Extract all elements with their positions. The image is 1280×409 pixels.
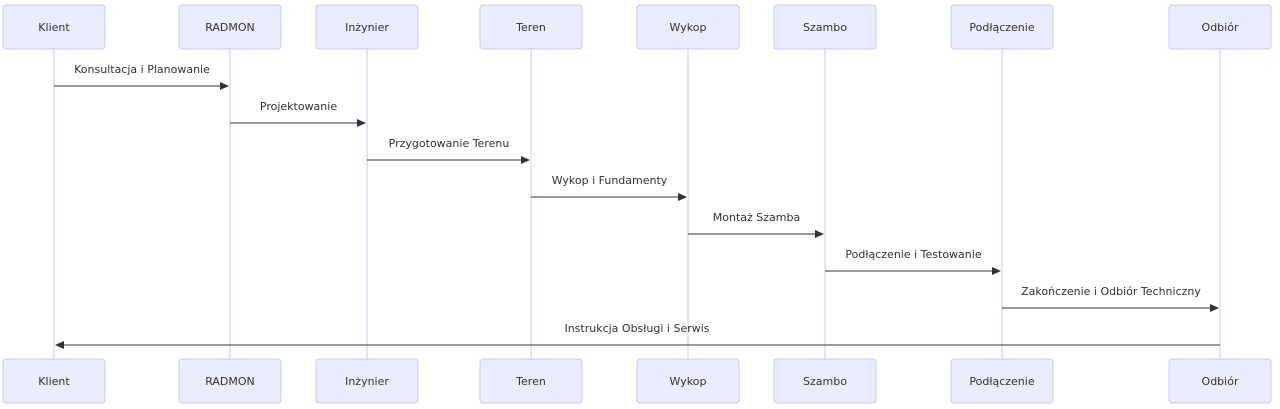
message-label: Konsultacja i Planowanie — [74, 63, 210, 76]
participant-bottom-klient: Klient — [2, 358, 106, 404]
arrowhead-icon — [357, 119, 366, 127]
participant-top-wykop: Wykop — [636, 4, 740, 50]
participant-top-teren: Teren — [479, 4, 583, 50]
participant-label: Podłączenie — [969, 21, 1034, 34]
arrowhead-icon — [521, 156, 530, 164]
message-8: Instrukcja Obsługi i Serwis — [55, 322, 1220, 349]
participant-bottom-teren: Teren — [479, 358, 583, 404]
message-label: Podłączenie i Testowanie — [845, 248, 981, 261]
participant-box — [950, 358, 1054, 404]
participant-label: Inżynier — [345, 375, 389, 388]
participant-bottom-szambo: Szambo — [773, 358, 877, 404]
participant-box — [479, 358, 583, 404]
message-1: Konsultacja i Planowanie — [54, 63, 229, 90]
participant-bottom-wykop: Wykop — [636, 358, 740, 404]
participant-top-podlaczenie: Podłączenie — [950, 4, 1054, 50]
participant-box — [636, 4, 740, 50]
participant-box — [2, 4, 106, 50]
message-label: Instrukcja Obsługi i Serwis — [564, 322, 709, 335]
participant-box — [636, 358, 740, 404]
message-label: Montaż Szamba — [713, 211, 800, 224]
participant-top-klient: Klient — [2, 4, 106, 50]
participant-box — [178, 4, 282, 50]
message-label: Przygotowanie Terenu — [389, 137, 510, 150]
participant-label: RADMON — [205, 375, 255, 388]
participant-box — [773, 358, 877, 404]
message-5: Montaż Szamba — [688, 211, 824, 238]
participant-label: Klient — [38, 375, 70, 388]
participant-label: Teren — [515, 375, 546, 388]
participant-bottom-radmon: RADMON — [178, 358, 282, 404]
arrowhead-icon — [678, 193, 687, 201]
arrowhead-icon — [1210, 304, 1219, 312]
participant-label: Odbiór — [1202, 21, 1239, 34]
message-2: Projektowanie — [230, 100, 366, 127]
participant-label: RADMON — [205, 21, 255, 34]
arrowhead-icon — [55, 341, 64, 349]
participant-bottom-odbior: Odbiór — [1168, 358, 1272, 404]
participant-top-odbior: Odbiór — [1168, 4, 1272, 50]
participant-box — [1168, 358, 1272, 404]
participant-label: Inżynier — [345, 21, 389, 34]
participant-box — [315, 358, 419, 404]
participant-box — [1168, 4, 1272, 50]
participant-label: Odbiór — [1202, 375, 1239, 388]
participant-label: Teren — [515, 21, 546, 34]
participant-label: Klient — [38, 21, 70, 34]
participant-label: Wykop — [670, 375, 707, 388]
message-3: Przygotowanie Terenu — [367, 137, 530, 164]
message-7: Zakończenie i Odbiór Techniczny — [1002, 285, 1219, 312]
participant-top-inzynier: Inżynier — [315, 4, 419, 50]
participant-top-radmon: RADMON — [178, 4, 282, 50]
participant-bottom-podlaczenie: Podłączenie — [950, 358, 1054, 404]
message-6: Podłączenie i Testowanie — [825, 248, 1001, 275]
message-label: Zakończenie i Odbiór Techniczny — [1021, 285, 1201, 298]
participant-label: Wykop — [670, 21, 707, 34]
message-label: Projektowanie — [260, 100, 337, 113]
participant-label: Podłączenie — [969, 375, 1034, 388]
participant-box — [2, 358, 106, 404]
arrowhead-icon — [815, 230, 824, 238]
participant-box — [479, 4, 583, 50]
message-4: Wykop i Fundamenty — [531, 174, 687, 201]
participant-label: Szambo — [803, 21, 847, 34]
participant-box — [315, 4, 419, 50]
participant-label: Szambo — [803, 375, 847, 388]
participant-box — [178, 358, 282, 404]
participant-box — [950, 4, 1054, 50]
participant-bottom-inzynier: Inżynier — [315, 358, 419, 404]
arrowhead-icon — [220, 82, 229, 90]
message-label: Wykop i Fundamenty — [552, 174, 668, 187]
arrowhead-icon — [992, 267, 1001, 275]
participant-box — [773, 4, 877, 50]
participant-top-szambo: Szambo — [773, 4, 877, 50]
